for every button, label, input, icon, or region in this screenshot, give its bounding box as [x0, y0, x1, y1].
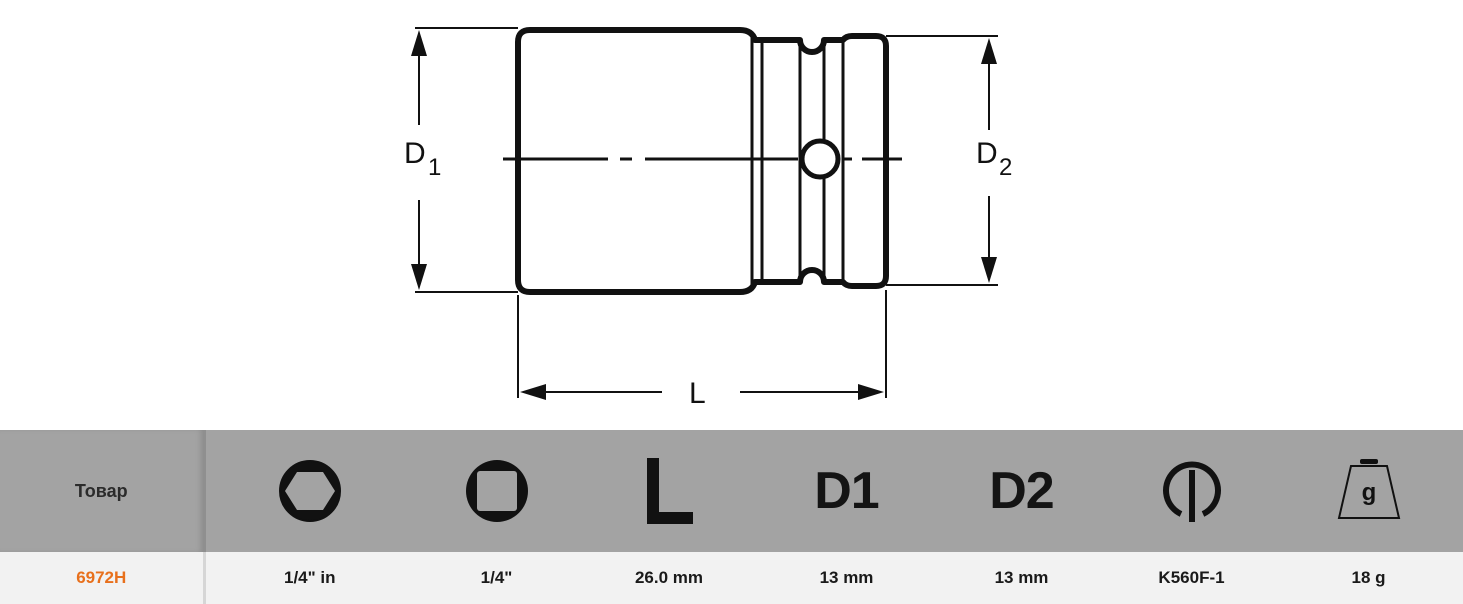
- table-row: 6972H 1/4" in 1/4" 26.0 mm 13 mm 13 mm K…: [0, 552, 1463, 604]
- cell-length: 26.0 mm: [579, 552, 759, 604]
- d2-subscript: 2: [999, 154, 1012, 181]
- weight-icon: g: [1337, 459, 1400, 519]
- cell-magnet-ring: K560F-1: [1109, 552, 1274, 604]
- socket-diagram: D 1 D 2 L: [404, 27, 1012, 410]
- d1-label: D: [404, 137, 426, 170]
- d2-header-cell: D2: [934, 430, 1109, 552]
- cell-hexagon-size: 1/4" in: [204, 552, 414, 604]
- square-drive-header-cell: [414, 430, 579, 552]
- pin-hole: [799, 138, 841, 180]
- hexagon-header-cell: [204, 430, 414, 552]
- d1-subscript: 1: [428, 154, 441, 181]
- hexagon-icon: [278, 460, 341, 522]
- d2-dimension: [886, 35, 998, 286]
- cell-d1: 13 mm: [759, 552, 934, 604]
- magnet-ring-icon: [1162, 461, 1221, 522]
- socket-outline: [515, 27, 889, 295]
- table-header-row: Товар D1 D2: [0, 430, 1463, 552]
- svg-text:g: g: [1361, 479, 1376, 506]
- magnet-header-cell: [1109, 430, 1274, 552]
- product-code-cell: 6972H: [0, 552, 206, 604]
- d2-icon: D2: [989, 462, 1054, 520]
- weight-header-cell: g: [1274, 430, 1463, 552]
- product-header-cell: Товар: [0, 430, 206, 552]
- length-header-cell: [579, 430, 759, 552]
- cell-d2: 13 mm: [934, 552, 1109, 604]
- d1-icon: D1: [814, 462, 879, 520]
- length-icon: [647, 458, 693, 524]
- d2-label: D: [976, 137, 998, 170]
- product-code-link[interactable]: 6972H: [76, 568, 127, 587]
- product-header-label: Товар: [74, 480, 128, 501]
- d1-dimension: [411, 27, 518, 293]
- spec-table: Товар D1 D2: [0, 430, 1463, 604]
- d1-header-cell: D1: [759, 430, 934, 552]
- length-dimension: [517, 290, 887, 400]
- length-label: L: [689, 377, 706, 410]
- cell-weight: 18 g: [1274, 552, 1463, 604]
- cell-drive-size: 1/4": [414, 552, 579, 604]
- square-drive-icon: [465, 460, 528, 522]
